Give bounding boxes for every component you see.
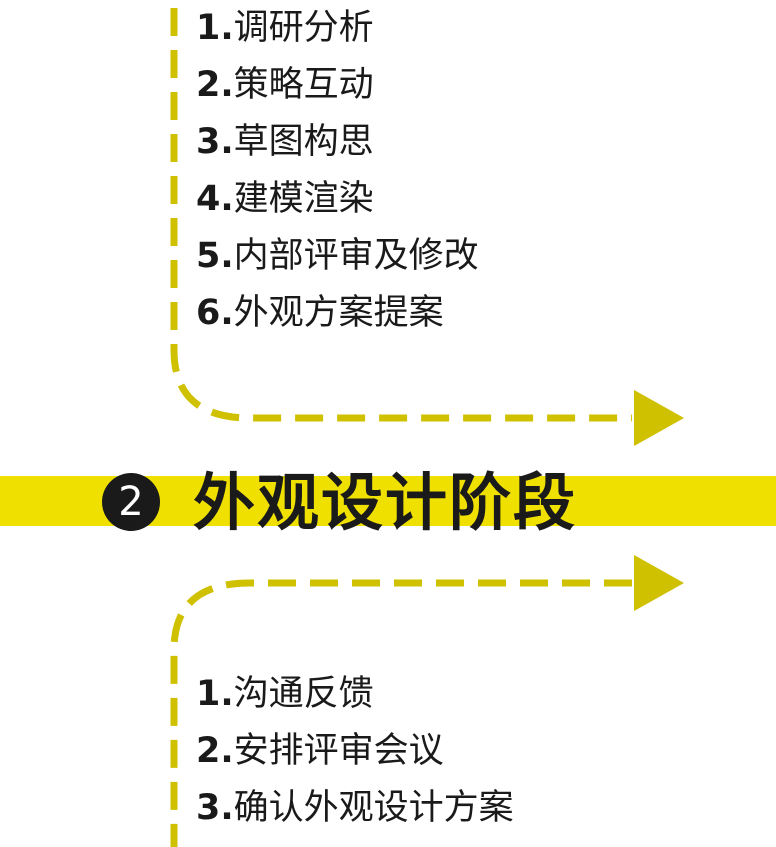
- step-text: 确认外观设计方案: [233, 788, 514, 828]
- step-number: 3.: [196, 122, 234, 162]
- step-text: 内部评审及修改: [233, 236, 479, 276]
- list-item: 3.确认外观设计方案: [196, 780, 514, 837]
- stage-number-badge: 2: [102, 473, 160, 531]
- step-text: 调研分析: [233, 8, 374, 48]
- top-step-list: 1.调研分析 2.策略互动 3.草图构思 4.建模渲染 5.内部评审及修改 6.…: [196, 0, 479, 342]
- step-text: 沟通反馈: [233, 674, 374, 714]
- list-item: 2.安排评审会议: [196, 723, 514, 780]
- step-number: 2.: [196, 731, 234, 771]
- list-item: 2.策略互动: [196, 57, 479, 114]
- step-number: 1.: [196, 8, 234, 48]
- list-item: 4.建模渲染: [196, 171, 479, 228]
- step-text: 策略互动: [233, 65, 374, 105]
- step-text: 外观方案提案: [233, 293, 444, 333]
- stage-title: 外观设计阶段: [193, 466, 578, 539]
- list-item: 1.沟通反馈: [196, 666, 514, 723]
- list-item: 5.内部评审及修改: [196, 228, 479, 285]
- bottom-arrowhead: [634, 555, 684, 611]
- bottom-dashed-path: [170, 579, 632, 847]
- list-item: 1.调研分析: [196, 0, 479, 57]
- step-number: 2.: [196, 65, 234, 105]
- step-number: 1.: [196, 674, 234, 714]
- step-text: 草图构思: [233, 122, 374, 162]
- step-text: 建模渲染: [233, 179, 374, 219]
- list-item: 3.草图构思: [196, 114, 479, 171]
- top-dashed-path: [170, 8, 632, 422]
- step-number: 6.: [196, 293, 234, 333]
- list-item: 6.外观方案提案: [196, 285, 479, 342]
- step-number: 3.: [196, 788, 234, 828]
- step-number: 4.: [196, 179, 234, 219]
- step-number: 5.: [196, 236, 234, 276]
- bottom-step-list: 1.沟通反馈 2.安排评审会议 3.确认外观设计方案: [196, 666, 514, 837]
- step-text: 安排评审会议: [233, 731, 444, 771]
- top-arrowhead: [634, 390, 684, 446]
